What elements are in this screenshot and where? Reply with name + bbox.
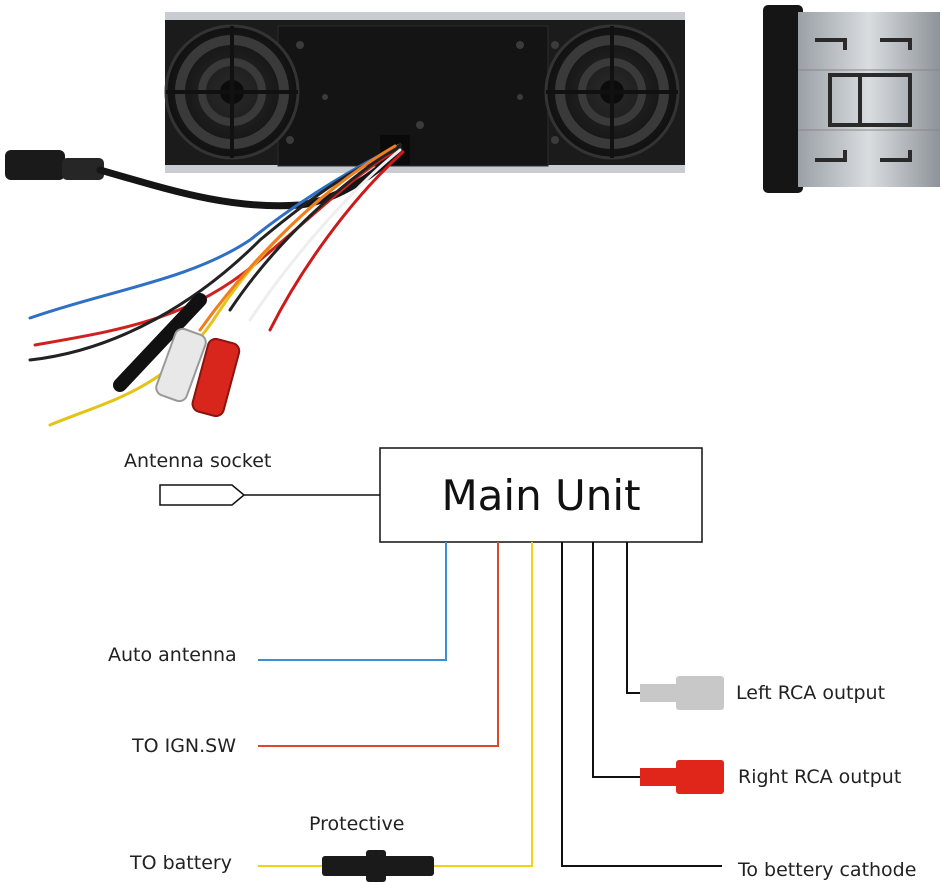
ign-sw-label: TO IGN.SW bbox=[132, 735, 237, 757]
battery-cathode-label: To bettery cathode bbox=[738, 859, 917, 881]
wire-harness bbox=[5, 143, 405, 427]
antenna-socket-icon bbox=[159, 484, 380, 506]
right-rca-label: Right RCA output bbox=[738, 766, 902, 788]
fuse-icon bbox=[322, 850, 434, 882]
left-rca-label: Left RCA output bbox=[736, 682, 886, 704]
auto-antenna-wire bbox=[258, 542, 447, 661]
right-rca-plug-icon bbox=[640, 760, 724, 794]
battery-label: TO battery bbox=[130, 852, 232, 874]
protective-label: Protective bbox=[309, 813, 405, 835]
left-rca-plug-icon bbox=[640, 676, 724, 710]
ign-wire bbox=[258, 542, 499, 747]
auto-antenna-label: Auto antenna bbox=[108, 644, 237, 666]
ground-wire bbox=[561, 542, 722, 867]
head-unit-side bbox=[763, 5, 940, 193]
main-unit-box bbox=[379, 447, 703, 543]
antenna-socket-label: Antenna socket bbox=[124, 450, 272, 472]
head-unit-rear bbox=[164, 12, 685, 173]
main-unit-label: Main Unit bbox=[441, 470, 641, 520]
left-fan-icon bbox=[164, 24, 300, 160]
right-rca-wire bbox=[592, 542, 640, 778]
left-rca-wire bbox=[626, 542, 640, 694]
right-fan-icon bbox=[544, 24, 680, 160]
